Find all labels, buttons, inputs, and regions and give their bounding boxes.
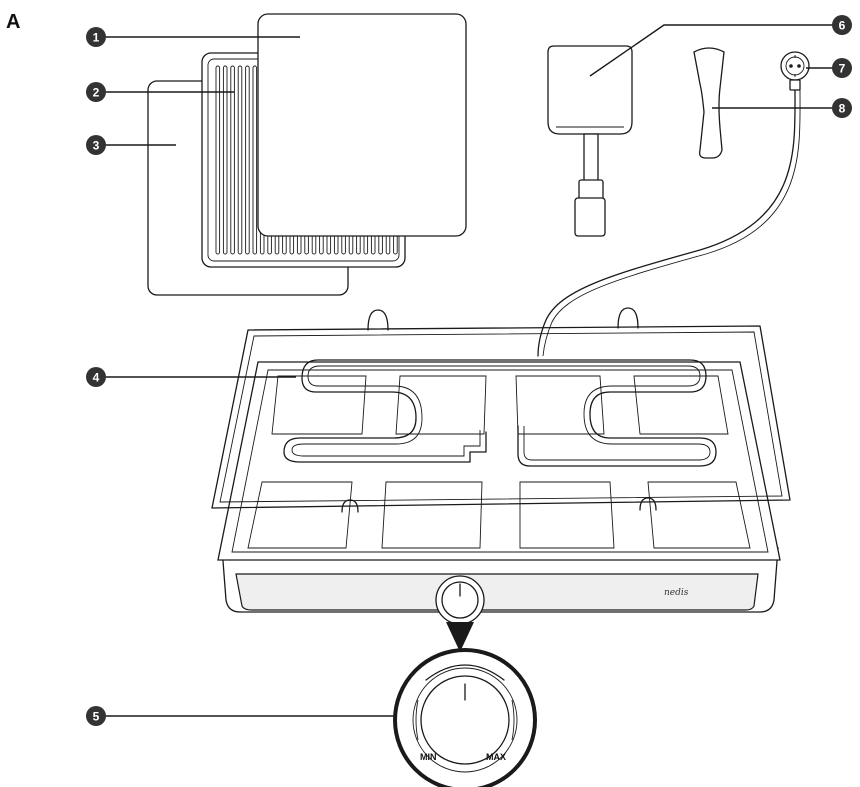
raclette-pan-part-6 <box>547 45 633 237</box>
svg-text:7: 7 <box>839 62 846 76</box>
callout-3: 3 <box>86 135 106 155</box>
svg-text:1: 1 <box>93 31 100 45</box>
callout-4: 4 <box>86 367 106 387</box>
groove <box>222 65 228 255</box>
smooth-plate-part-1 <box>257 13 467 237</box>
grill-base: nedis <box>217 361 781 613</box>
groove <box>230 65 235 255</box>
dial-max-label: MAX <box>486 752 506 762</box>
spatula-part-8 <box>693 47 725 159</box>
magnify-pointer <box>446 622 474 652</box>
svg-text:5: 5 <box>93 710 100 724</box>
groove <box>215 65 221 255</box>
heating-element-part-4 <box>211 307 791 513</box>
callout-1: 1 <box>86 27 106 47</box>
callout-leaders <box>104 24 834 717</box>
dial-min-label: MIN <box>420 752 437 762</box>
groove <box>252 65 258 255</box>
callout-7: 7 <box>832 58 852 78</box>
brand-logo: nedis <box>664 588 689 598</box>
figure-letter: A <box>6 11 20 33</box>
svg-text:2: 2 <box>93 86 100 100</box>
groove <box>245 65 250 255</box>
callout-8: 8 <box>832 98 852 118</box>
pan-slots <box>247 375 751 549</box>
groove <box>237 65 243 255</box>
thermostat-knob-part-5[interactable]: MIN MAX <box>393 575 537 787</box>
callout-5: 5 <box>86 706 106 726</box>
callout-6: 6 <box>832 15 852 35</box>
svg-text:8: 8 <box>839 102 846 116</box>
svg-text:6: 6 <box>839 19 846 33</box>
svg-text:3: 3 <box>93 139 100 153</box>
svg-text:4: 4 <box>93 371 100 385</box>
callout-2: 2 <box>86 82 106 102</box>
power-plug-part-7 <box>537 51 810 357</box>
